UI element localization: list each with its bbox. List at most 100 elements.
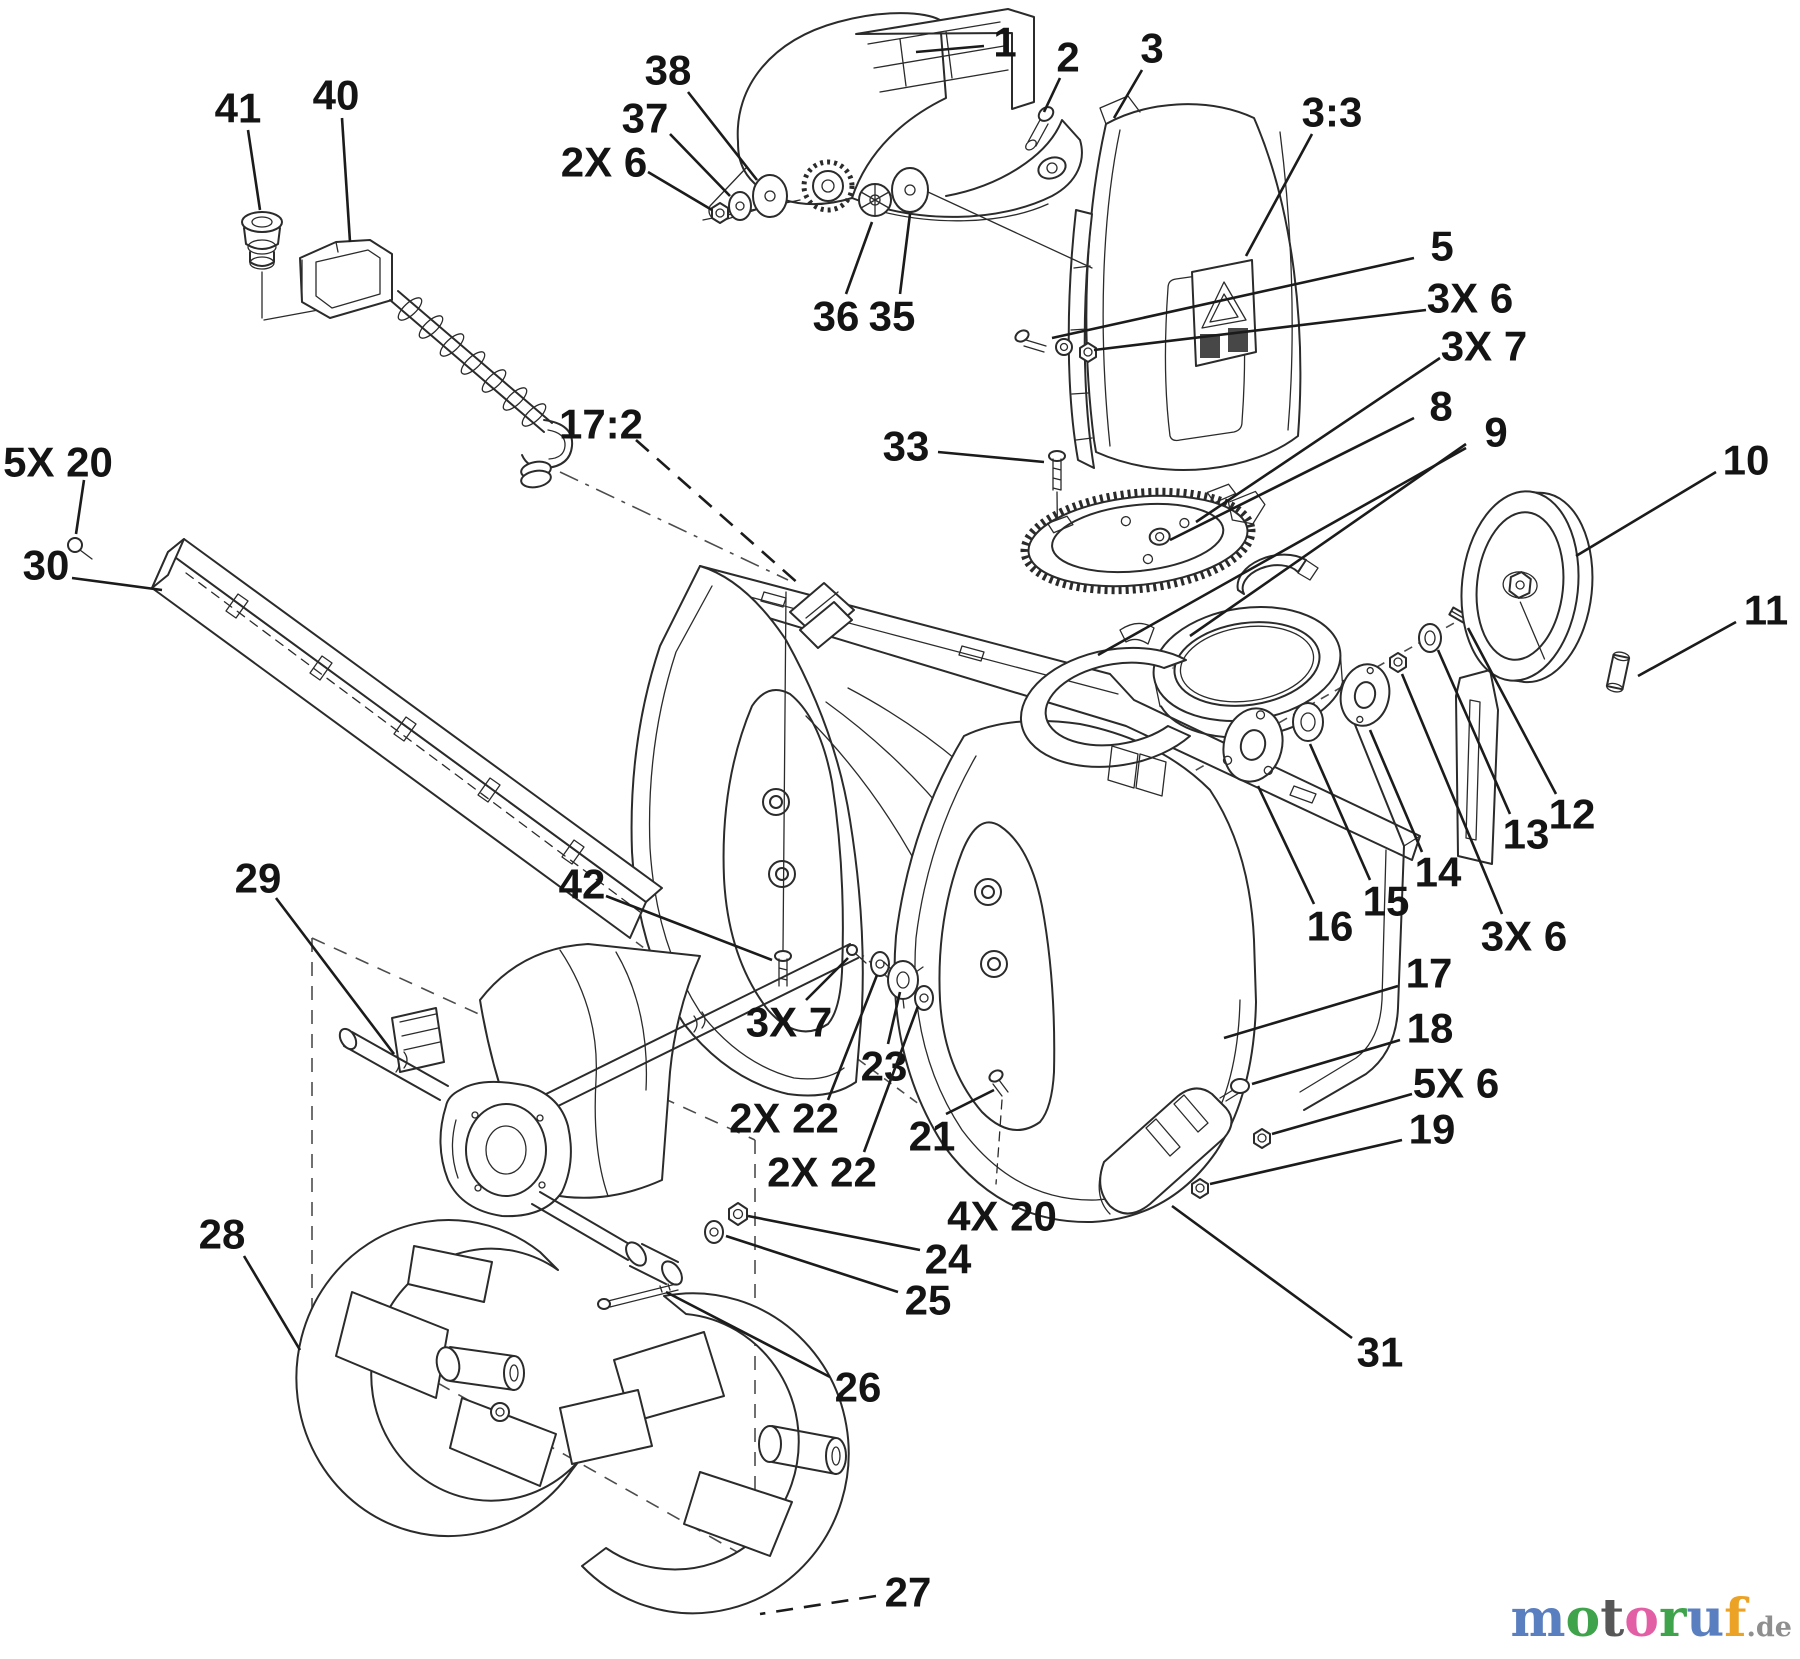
watermark-letter: t <box>1600 1588 1624 1649</box>
callout-3x7-2: 3X 7 <box>746 999 832 1046</box>
friction-band-drawing <box>1020 553 1319 797</box>
bearing-stack-drawing <box>1222 606 1472 783</box>
callout-19: 19 <box>1409 1106 1456 1153</box>
callout-33: 33 <box>883 423 930 470</box>
callout-2x22-2: 2X 22 <box>767 1149 877 1196</box>
leader-23 <box>886 991 902 1045</box>
watermark-letter: u <box>1686 1588 1724 1649</box>
callout-3x6-1: 3X 6 <box>1427 275 1513 322</box>
callout-17-2: 17:2 <box>559 401 643 448</box>
leader-5 <box>1051 256 1415 340</box>
nut-2x6-drawing <box>711 202 729 224</box>
leader-19 <box>1209 1138 1403 1186</box>
callout-8: 8 <box>1429 383 1452 430</box>
callout-31: 31 <box>1357 1329 1404 1376</box>
callout-24: 24 <box>925 1236 972 1283</box>
leader-24 <box>747 1214 921 1252</box>
shaft-bearing-parts-drawing <box>846 944 1009 1185</box>
callout-18: 18 <box>1407 1005 1454 1052</box>
callout-1: 1 <box>993 19 1016 66</box>
leader-17-2 <box>635 439 801 586</box>
leader-5x20 <box>74 479 86 535</box>
callout-12: 12 <box>1549 791 1596 838</box>
leader-30 <box>71 576 163 592</box>
callout-25: 25 <box>905 1277 952 1324</box>
chute-rod-drawing <box>241 211 855 649</box>
leader-26 <box>665 1290 831 1379</box>
leader-28 <box>242 1255 302 1351</box>
callout-2x6: 2X 6 <box>561 139 647 186</box>
leader-40 <box>340 117 352 243</box>
skid-bracket-drawing <box>1098 1078 1271 1215</box>
decal-3-3-drawing <box>1191 259 1257 367</box>
watermark-letter: r <box>1659 1588 1687 1649</box>
gearbox-shafts-drawing <box>338 943 859 1310</box>
leader-21 <box>945 1088 995 1116</box>
leader-11 <box>1637 620 1737 678</box>
callout-15: 15 <box>1363 878 1410 925</box>
leader-38 <box>686 91 759 181</box>
callout-23: 23 <box>861 1043 908 1090</box>
leader-33 <box>937 450 1045 464</box>
leader-16 <box>1256 785 1316 905</box>
leader-2x22-2 <box>862 1005 920 1153</box>
bolt-2-drawing <box>1025 106 1055 151</box>
leader-9 <box>1189 442 1467 638</box>
leader-12 <box>1466 627 1558 795</box>
leader-29 <box>274 897 396 1055</box>
leader-3x7-1 <box>1195 356 1441 524</box>
leader-3x7-2 <box>805 957 849 1001</box>
bolt-42-drawing <box>774 591 792 987</box>
leader-1 <box>915 44 985 54</box>
leader-8 <box>1169 416 1415 542</box>
leader-17 <box>1223 984 1399 1040</box>
callout-42: 42 <box>559 861 606 908</box>
watermark-suffix: .de <box>1747 1612 1792 1643</box>
watermark-letter: f <box>1724 1588 1750 1649</box>
auger-spirals-drawing <box>295 1219 850 1615</box>
callout-3x6-2: 3X 6 <box>1481 913 1567 960</box>
callout-2: 2 <box>1056 34 1079 81</box>
callout-30: 30 <box>23 542 70 589</box>
callout-11: 11 <box>1744 587 1788 634</box>
callout-13: 13 <box>1503 811 1550 858</box>
callout-10: 10 <box>1723 437 1770 484</box>
chute-fasteners-drawing <box>1014 329 1097 363</box>
leader-3 <box>1112 69 1144 119</box>
callout-28: 28 <box>199 1211 246 1258</box>
decal-17-2-drawing <box>789 582 855 649</box>
leader-9-1 <box>1097 446 1467 657</box>
leader-5x6 <box>1271 1092 1413 1136</box>
nut-5x6-drawing <box>1253 1128 1271 1149</box>
pulley-drawing <box>1460 490 1594 684</box>
leader-36 <box>844 221 874 295</box>
scraper-bar-drawing <box>67 537 663 939</box>
leader-14 <box>1368 729 1424 853</box>
callout-5x6: 5X 6 <box>1413 1060 1499 1107</box>
leader-31 <box>1171 1204 1353 1340</box>
leader-3x6-2 <box>1400 673 1504 915</box>
callout-41: 41 <box>215 85 262 132</box>
deflector-drawing <box>702 8 1093 269</box>
watermark-letter: m <box>1511 1588 1566 1649</box>
callout-27: 27 <box>885 1569 932 1616</box>
leader-2x22-1 <box>826 974 879 1101</box>
leader-3-3 <box>1244 133 1314 257</box>
chute-drawing <box>1014 95 1302 577</box>
pin-11-drawing <box>1605 651 1631 693</box>
leader-41 <box>246 129 262 211</box>
callout-3x7-1: 3X 7 <box>1441 323 1527 370</box>
leader-3x6-1 <box>1093 308 1427 352</box>
watermark-letter: o <box>1566 1588 1601 1649</box>
hub-36-drawing <box>858 183 892 217</box>
callout-21: 21 <box>909 1113 956 1160</box>
leader-13 <box>1436 649 1512 815</box>
callout-14: 14 <box>1415 849 1462 896</box>
leader-2 <box>1042 77 1062 113</box>
auger-housing-drawing <box>630 565 1499 1224</box>
callout-17: 17 <box>1406 950 1453 997</box>
cap-41-drawing <box>241 211 341 321</box>
